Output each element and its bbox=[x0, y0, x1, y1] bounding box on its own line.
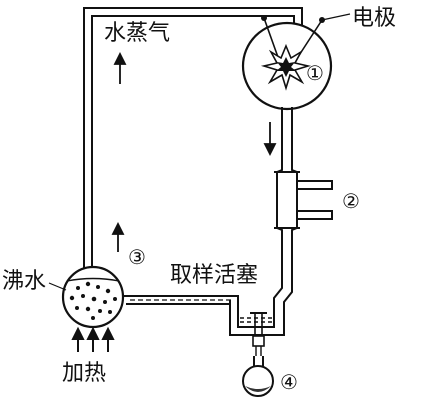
return-tube bbox=[229, 262, 293, 336]
sampling-stopcock bbox=[250, 312, 267, 356]
bottom-tube bbox=[124, 295, 239, 305]
heating-arrows-icon bbox=[71, 326, 115, 352]
bubbles bbox=[69, 281, 117, 320]
collected-liquid bbox=[240, 317, 272, 323]
label-steam: 水蒸气 bbox=[104, 21, 170, 46]
label-boiling-water: 沸水 bbox=[2, 269, 46, 294]
condenser bbox=[274, 150, 333, 262]
spark-icon bbox=[260, 43, 312, 91]
label-electrode: 电极 bbox=[352, 6, 396, 31]
collection-flask bbox=[242, 356, 274, 397]
marker-1: ① bbox=[306, 61, 324, 85]
steam-tube bbox=[83, 7, 303, 268]
label-heating: 加热 bbox=[62, 361, 106, 386]
marker-2: ② bbox=[342, 189, 360, 213]
marker-3: ③ bbox=[128, 245, 146, 269]
flow-arrows bbox=[111, 51, 277, 252]
label-sampling-stopcock: 取样活塞 bbox=[170, 263, 258, 288]
marker-4: ④ bbox=[280, 370, 298, 394]
boiling-flask bbox=[48, 265, 125, 329]
